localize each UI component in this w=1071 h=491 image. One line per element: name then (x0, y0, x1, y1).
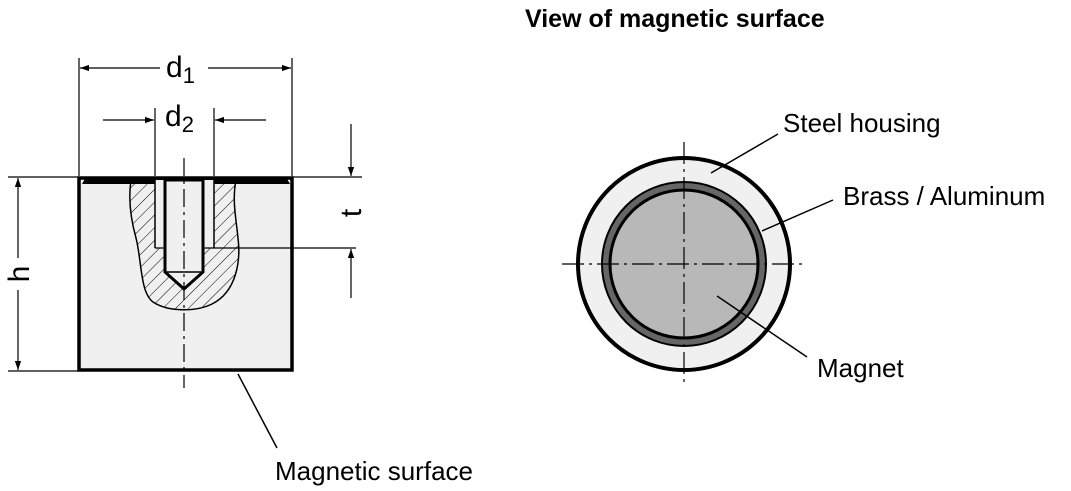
face-view: View of magnetic surface Steel housing B… (525, 5, 1045, 386)
magnetic-surface-label: Magnetic surface (275, 456, 473, 486)
steel-housing-leader (710, 133, 779, 174)
brass-leader (761, 199, 834, 232)
magnet-label: Magnet (817, 353, 904, 383)
face-view-title: View of magnetic surface (525, 5, 825, 33)
steel-housing-label: Steel housing (783, 108, 941, 138)
h-label: h (3, 266, 36, 283)
d2-label: d2 (165, 100, 194, 137)
side-view: d1 d2 h t Magnetic surface (3, 51, 473, 486)
d1-label: d1 (166, 51, 195, 88)
t-label: t (335, 208, 368, 217)
magnet-leader (716, 295, 808, 358)
brass-label: Brass / Aluminum (843, 181, 1045, 211)
magnetic-surface-leader (237, 373, 278, 449)
